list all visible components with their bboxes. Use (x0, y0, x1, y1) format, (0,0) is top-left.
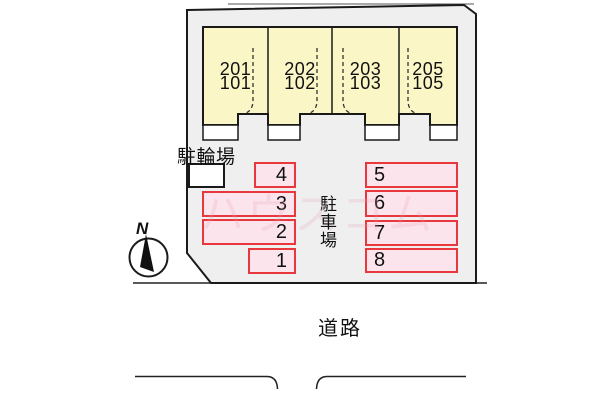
stair-dashed-line-3 (342, 48, 351, 114)
unit-label-203-103: 203 103 (332, 59, 399, 93)
porch-unit-205 (429, 124, 458, 141)
road-label: 道路 (318, 318, 362, 340)
compass-north-label: N (136, 219, 149, 238)
unit-upper-number: 205 (412, 59, 444, 79)
unit-label-201-101: 201 101 (203, 59, 268, 93)
curb-line-right (315, 375, 466, 390)
porch-unit-202 (267, 124, 301, 141)
parking-space-2: 2 (202, 219, 296, 245)
parking-space-number: 1 (275, 249, 287, 272)
unit-upper-number: 202 (284, 59, 316, 79)
parking-space-7: 7 (365, 220, 458, 246)
parking-space-number: 7 (374, 221, 386, 244)
porch-unit-203 (364, 124, 400, 141)
unit-lower-number: 103 (349, 72, 382, 93)
parking-space-8: 8 (365, 248, 458, 273)
curb-line-left (135, 375, 279, 390)
bicycle-parking-label: 駐輪場 (177, 147, 236, 168)
parking-space-number: 4 (275, 163, 287, 186)
unit-label-202-102: 202 102 (268, 59, 332, 93)
parking-space-number: 2 (275, 220, 287, 243)
parking-space-4: 4 (254, 162, 296, 188)
parking-space-number: 8 (374, 249, 386, 271)
parking-space-5: 5 (365, 162, 458, 188)
parking-space-3: 3 (202, 191, 296, 217)
parking-lot-label: 駐車場 (317, 195, 336, 249)
compass-needle-icon (140, 234, 154, 272)
unit-upper-number: 203 (349, 59, 382, 79)
parking-space-1: 1 (248, 248, 296, 274)
unit-upper-number: 201 (219, 59, 252, 79)
parking-space-6: 6 (365, 190, 458, 217)
bicycle-parking-area (188, 163, 225, 188)
unit-lower-number: 102 (284, 72, 316, 93)
unit-label-205-105: 205 105 (399, 59, 457, 93)
stair-dashed-line-4 (407, 48, 416, 114)
stair-dashed-line-1 (245, 48, 254, 114)
unit-lower-number: 101 (219, 72, 252, 93)
parking-space-number: 6 (374, 192, 386, 214)
unit-lower-number: 105 (412, 72, 444, 93)
stair-dashed-line-2 (309, 48, 318, 114)
porch-unit-201 (202, 124, 239, 141)
parking-space-number: 3 (275, 192, 287, 215)
parking-space-number: 5 (374, 163, 386, 186)
